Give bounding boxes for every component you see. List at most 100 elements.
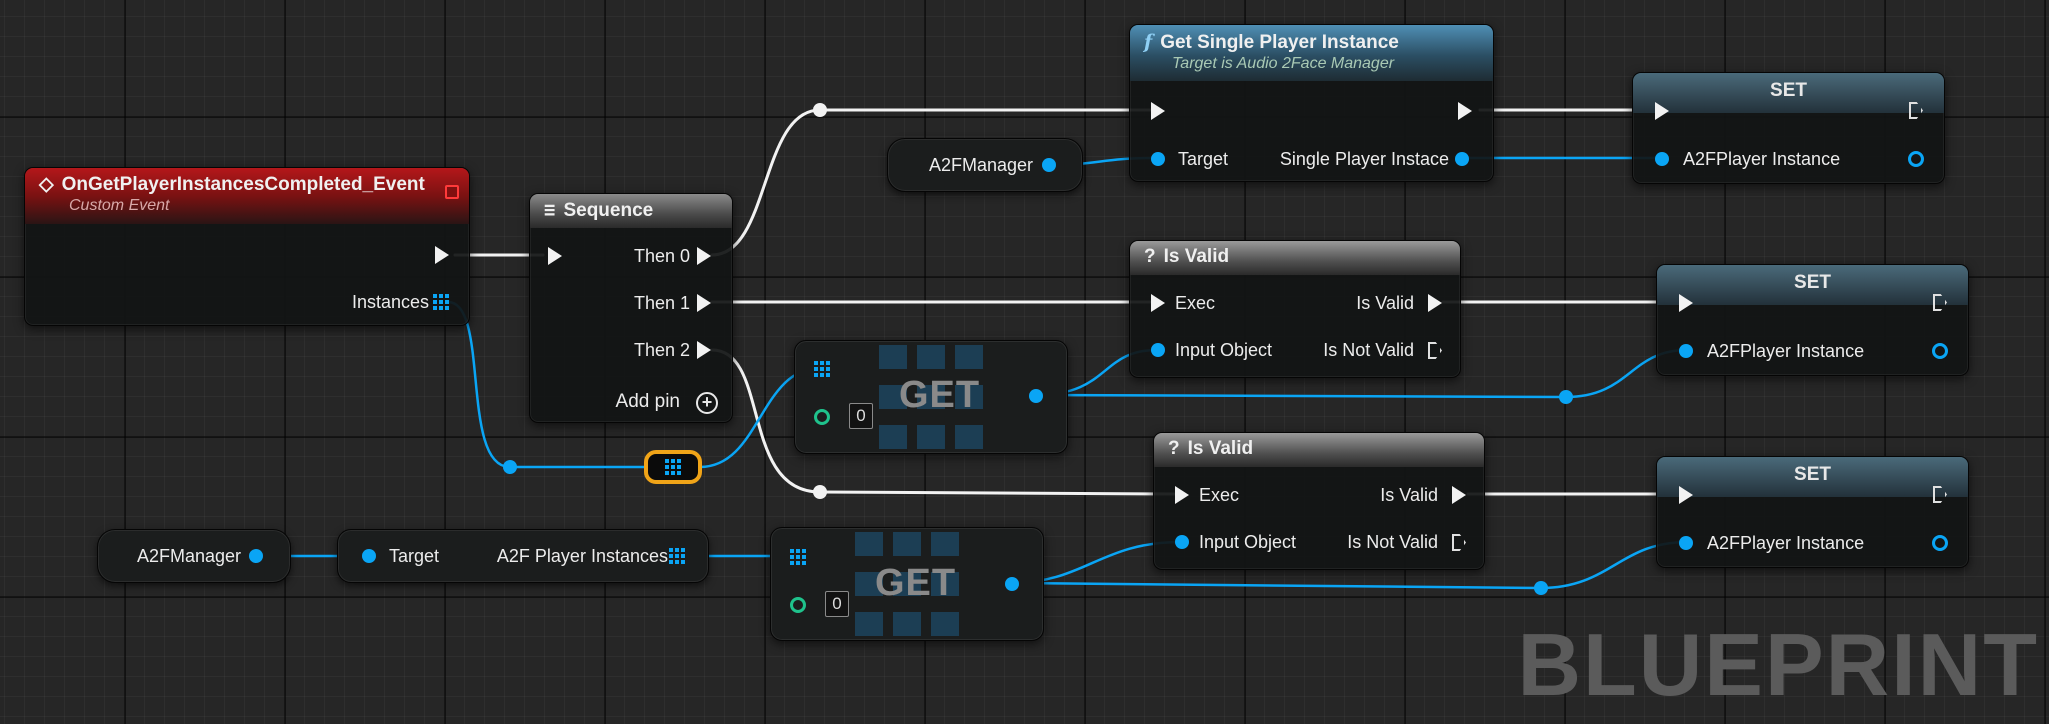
- array-get-output-pin[interactable]: [1005, 577, 1019, 591]
- is-valid-input-label: Input Object: [1175, 340, 1273, 360]
- get-instances-array-pin[interactable]: [669, 548, 685, 564]
- data-wire-get2-knot: [1009, 581, 1543, 590]
- sequence-then2-label: Then 2: [633, 340, 690, 360]
- a2f-manager-variable-node[interactable]: A2FManager: [887, 138, 1083, 192]
- sequence-node-header: ≡Sequence: [530, 194, 732, 228]
- is-valid-false-label: Is Not Valid: [1323, 340, 1414, 360]
- set-exec-in-pin[interactable]: [1655, 102, 1669, 120]
- array-get-array-pin[interactable]: [814, 361, 830, 377]
- sequence-then2-pin[interactable]: [697, 341, 711, 359]
- function-icon: f: [1144, 31, 1153, 53]
- question-icon: ?: [1144, 246, 1156, 267]
- array-get-index-pin[interactable]: [814, 409, 830, 425]
- function-node-subtitle: Target is Audio 2Face Manager: [1172, 55, 1395, 72]
- data-reroute-knot[interactable]: [1559, 390, 1573, 404]
- a2f-manager-output-pin[interactable]: [249, 549, 263, 563]
- set-node[interactable]: SET A2FPlayer Instance: [1656, 264, 1969, 376]
- array-get-output-pin[interactable]: [1029, 389, 1043, 403]
- exec-reroute-knot[interactable]: [813, 103, 827, 117]
- get-a2f-player-instances-node[interactable]: Target A2F Player Instances: [337, 529, 709, 583]
- exec-reroute-knot[interactable]: [813, 485, 827, 499]
- function-output-pin[interactable]: [1455, 152, 1469, 166]
- is-valid-exec-in-pin[interactable]: [1151, 294, 1165, 312]
- array-get-index-pin[interactable]: [790, 597, 806, 613]
- set-value-in-pin[interactable]: [1655, 152, 1669, 166]
- data-wire-get1-knot: [1034, 393, 1568, 399]
- event-exec-out-pin[interactable]: [435, 246, 449, 264]
- get-instances-target-pin[interactable]: [362, 549, 376, 563]
- event-node-subtitle: Custom Event: [69, 197, 170, 214]
- is-valid-node[interactable]: ?Is Valid Exec Is Valid Input Object Is …: [1129, 240, 1461, 378]
- function-node-title: Get Single Player Instance: [1160, 32, 1399, 53]
- custom-event-node[interactable]: ◇OnGetPlayerInstancesCompleted_Event Cus…: [24, 167, 470, 326]
- array-get-index-field[interactable]: 0: [849, 403, 873, 429]
- sequence-exec-in-pin[interactable]: [548, 247, 562, 265]
- is-valid-true-pin[interactable]: [1428, 294, 1442, 312]
- is-valid-input-label: Input Object: [1199, 532, 1297, 552]
- sequence-node[interactable]: ≡Sequence Then 0 Then 1 Then 2 Add pin +: [529, 193, 733, 423]
- array-get-array-pin[interactable]: [790, 549, 806, 565]
- set-exec-in-pin[interactable]: [1679, 486, 1693, 504]
- function-exec-in-pin[interactable]: [1151, 102, 1165, 120]
- data-reroute-knot[interactable]: [503, 460, 517, 474]
- is-valid-node-header: ? Is Valid: [1154, 433, 1484, 467]
- set-exec-in-pin[interactable]: [1679, 294, 1693, 312]
- is-valid-input-pin[interactable]: [1151, 343, 1165, 357]
- array-get-title: GET: [875, 562, 957, 604]
- is-valid-title: Is Valid: [1163, 246, 1230, 267]
- add-pin-label[interactable]: Add pin: [615, 391, 680, 412]
- array-get-title: GET: [899, 374, 981, 416]
- set-exec-out-pin[interactable]: [1933, 486, 1947, 503]
- set-value-label: A2FPlayer Instance: [1683, 149, 1841, 169]
- array-pin-icon: [665, 459, 681, 475]
- instances-array-pin[interactable]: [433, 294, 449, 310]
- is-valid-true-label: Is Valid: [1380, 485, 1438, 505]
- is-valid-false-pin[interactable]: [1428, 342, 1442, 359]
- a2f-manager-output-pin[interactable]: [1042, 158, 1056, 172]
- get-single-player-instance-node[interactable]: f Get Single Player Instance Target is Au…: [1129, 24, 1494, 182]
- is-valid-exec-label: Exec: [1199, 485, 1240, 505]
- event-diamond-icon: ◇: [39, 174, 54, 195]
- set-node-header: SET: [1633, 73, 1944, 113]
- set-exec-out-pin[interactable]: [1933, 294, 1947, 311]
- set-exec-out-pin[interactable]: [1909, 102, 1923, 119]
- sequence-then1-pin[interactable]: [697, 294, 711, 312]
- set-value-in-pin[interactable]: [1679, 536, 1693, 550]
- set-value-label: A2FPlayer Instance: [1707, 533, 1865, 553]
- function-exec-out-pin[interactable]: [1458, 102, 1472, 120]
- sequence-then0-pin[interactable]: [697, 247, 711, 265]
- is-valid-node[interactable]: ? Is Valid Exec Is Valid Input Object Is …: [1153, 432, 1485, 570]
- sequence-then0-label: Then 0: [633, 246, 690, 266]
- array-get-node[interactable]: 0 GET: [794, 340, 1068, 454]
- a2f-manager-variable-label: A2FManager: [137, 546, 242, 566]
- get-instances-target-label: Target: [389, 546, 440, 566]
- is-valid-true-pin[interactable]: [1452, 486, 1466, 504]
- array-get-index-field[interactable]: 0: [825, 591, 849, 617]
- function-target-pin[interactable]: [1151, 152, 1165, 166]
- set-node[interactable]: SET A2FPlayer Instance: [1632, 72, 1945, 184]
- instances-pin-label: Instances: [351, 292, 429, 312]
- array-get-icon: [879, 345, 983, 449]
- set-node[interactable]: SET A2FPlayer Instance: [1656, 456, 1969, 568]
- is-valid-exec-in-pin[interactable]: [1175, 486, 1189, 504]
- set-value-out-pin[interactable]: [1932, 535, 1948, 551]
- set-value-out-pin[interactable]: [1908, 151, 1924, 167]
- function-target-label: Target: [1178, 149, 1229, 169]
- is-valid-false-pin[interactable]: [1452, 534, 1466, 551]
- array-reroute-node[interactable]: [644, 450, 702, 484]
- is-valid-node-header: ? Is Valid: [1130, 241, 1460, 275]
- add-pin-icon[interactable]: +: [696, 392, 718, 414]
- set-value-in-pin[interactable]: [1679, 344, 1693, 358]
- exec-wire-knot-isvalid2: [818, 490, 1177, 496]
- a2f-manager-variable-label: A2FManager: [929, 155, 1034, 175]
- a2f-manager-variable-node[interactable]: A2FManager: [97, 529, 291, 583]
- is-valid-input-pin[interactable]: [1175, 535, 1189, 549]
- set-value-out-pin[interactable]: [1932, 343, 1948, 359]
- question-icon: ?: [1168, 438, 1180, 459]
- is-valid-title: Is Valid: [1187, 438, 1254, 459]
- data-reroute-knot[interactable]: [1534, 581, 1548, 595]
- stop-icon[interactable]: [445, 185, 459, 199]
- set-value-label: A2FPlayer Instance: [1707, 341, 1865, 361]
- array-get-node[interactable]: 0 GET: [770, 527, 1044, 641]
- sequence-node-title: Sequence: [563, 200, 654, 221]
